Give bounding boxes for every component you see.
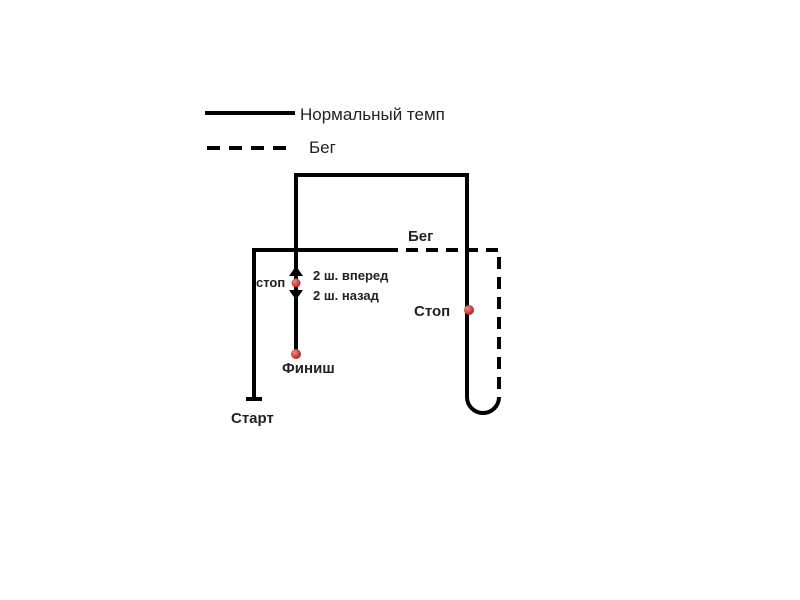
upper-loop-path — [294, 173, 469, 354]
finish-marker — [291, 349, 301, 359]
arrow-down-icon — [289, 290, 303, 300]
run-label: Бег — [408, 228, 433, 245]
finish-label: Финиш — [282, 360, 335, 377]
run-dashed-path — [386, 248, 501, 395]
legend-solid-label: Нормальный темп — [300, 105, 445, 124]
forward-label: 2 ш. вперед — [313, 268, 389, 283]
stop-lower-marker — [291, 278, 301, 288]
start-label: Старт — [231, 410, 274, 427]
stop-lower-label: стоп — [256, 275, 285, 290]
stop-upper-marker — [464, 305, 474, 315]
u-turn-path — [465, 250, 501, 415]
stop-upper-label: Стоп — [414, 303, 450, 320]
legend-dashed-label: Бег — [309, 138, 336, 157]
back-label: 2 ш. назад — [313, 288, 380, 303]
arrow-up-icon — [289, 266, 303, 276]
